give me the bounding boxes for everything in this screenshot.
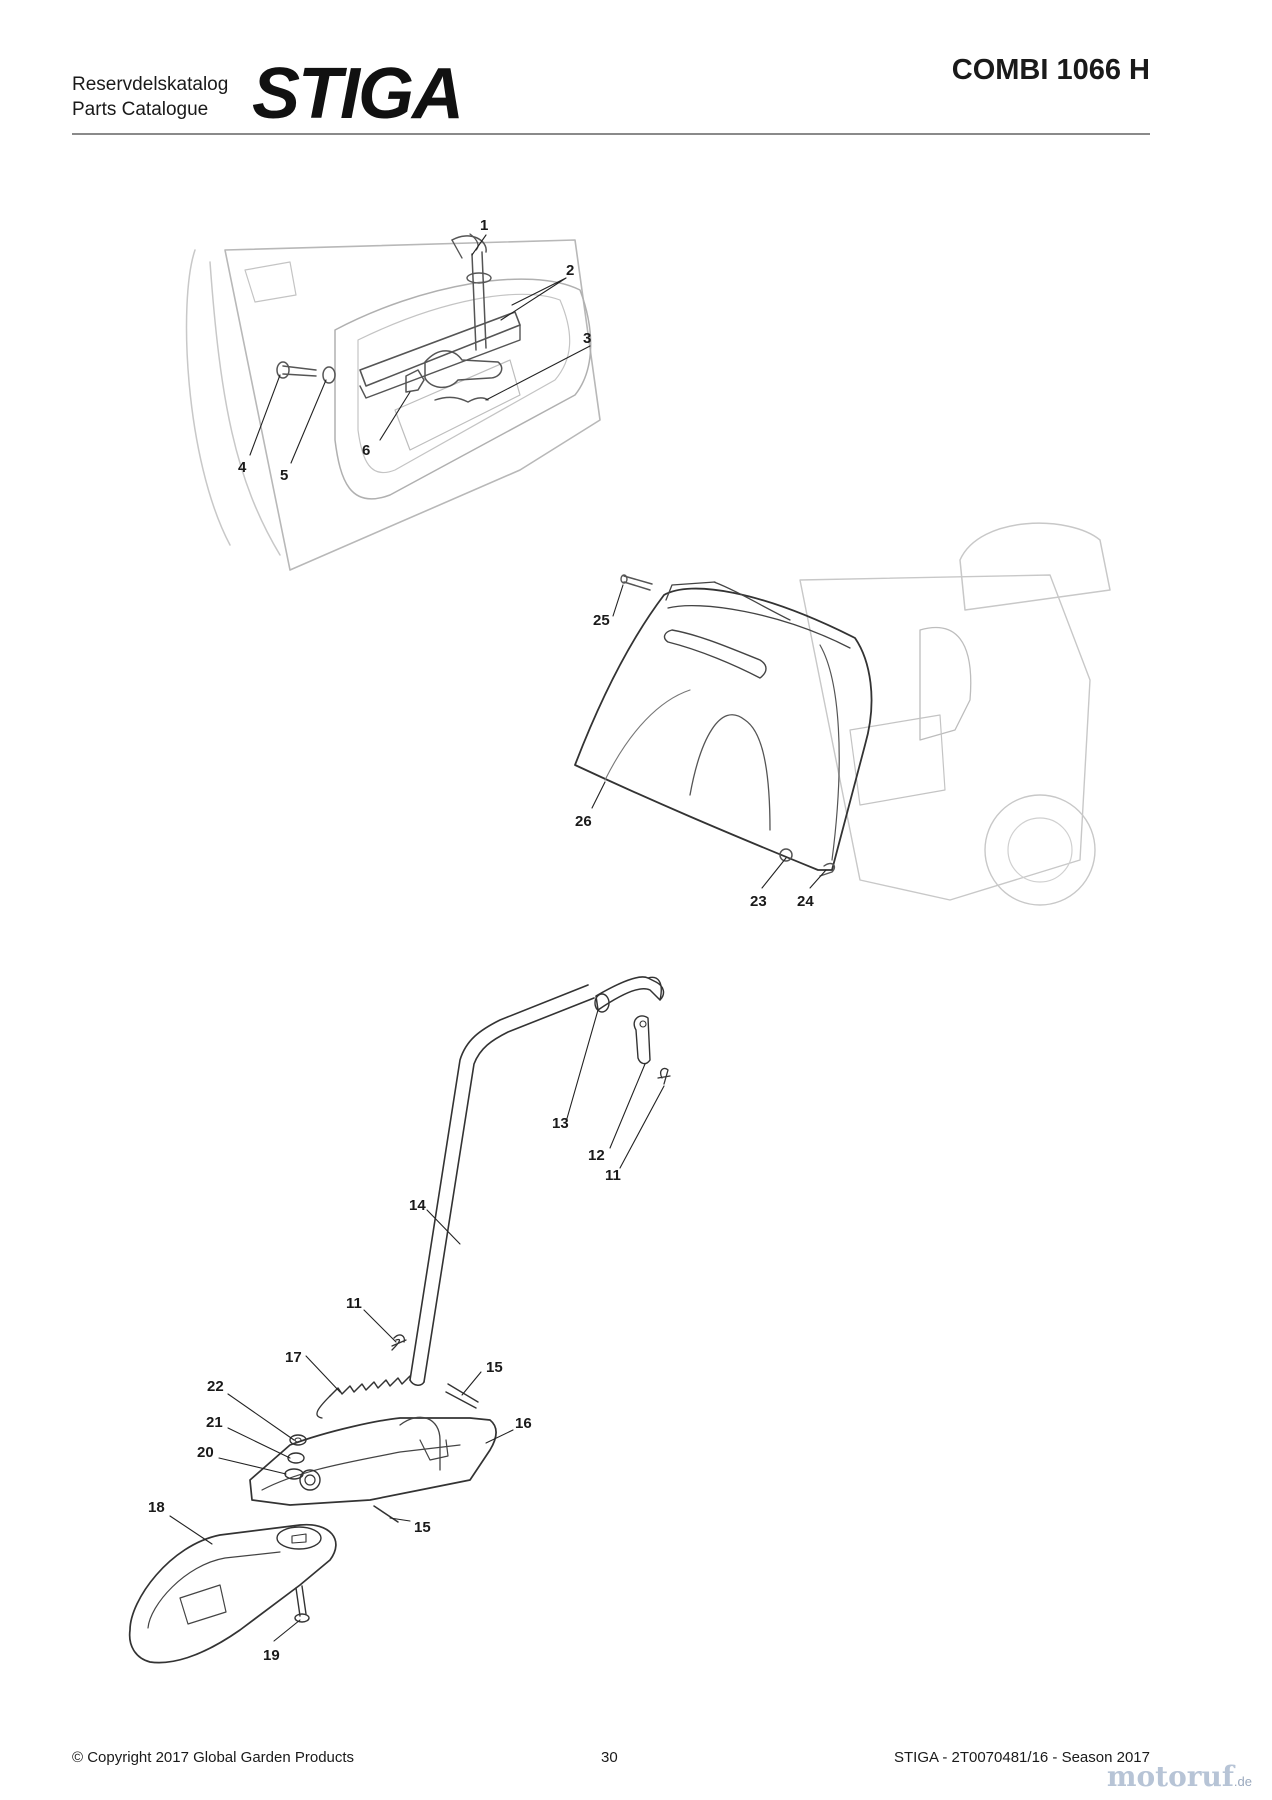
callout-labels: 1 2 3 4 5 6 25 26 23 24 13 12 11 14 11 1…: [148, 217, 814, 1664]
site-watermark: motoruf.de: [1107, 1760, 1252, 1793]
catalog-title-swedish: Reservdelskatalog: [72, 74, 229, 95]
footer-document-reference: STIGA - 2T0070481/16 - Season 2017: [893, 1749, 1150, 1766]
stiga-logo-text: STIGA: [252, 60, 462, 126]
callout-1: 1: [480, 217, 488, 234]
callout-16: 16: [515, 1415, 532, 1432]
callout-4: 4: [238, 459, 247, 476]
footer-page-number: 30: [601, 1749, 618, 1766]
callout-15-lower: 15: [414, 1519, 431, 1536]
callout-25: 25: [593, 612, 610, 629]
rear-plate-assembly: [185, 233, 601, 571]
callout-14: 14: [409, 1197, 426, 1214]
callout-12: 12: [588, 1147, 605, 1164]
callout-17: 17: [285, 1349, 302, 1366]
callout-26: 26: [575, 813, 592, 830]
callout-5: 5: [280, 467, 288, 484]
catalog-heading: Reservdelskatalog Parts Catalogue: [72, 72, 228, 122]
callout-leaders: [169, 234, 827, 1642]
callout-6: 6: [362, 442, 370, 459]
callout-19: 19: [263, 1647, 280, 1664]
callout-24: 24: [797, 893, 814, 910]
watermark-suffix: .de: [1233, 1774, 1252, 1789]
watermark-name: motoruf: [1106, 1760, 1234, 1793]
stiga-logo: STIGA: [252, 60, 464, 126]
model-title: COMBI 1066 H: [951, 54, 1150, 86]
footer-copyright: © Copyright 2017 Global Garden Products: [72, 1749, 355, 1766]
lever-linkage-assembly: [128, 976, 671, 1664]
callout-15-upper: 15: [486, 1359, 503, 1376]
callout-2: 2: [566, 262, 574, 279]
cover-plate-assembly: [574, 522, 1111, 906]
callout-13: 13: [552, 1115, 569, 1132]
callout-3: 3: [583, 330, 591, 347]
callout-23: 23: [750, 893, 767, 910]
catalog-title-english: Parts Catalogue: [72, 99, 209, 120]
callout-11-mid: 11: [346, 1295, 362, 1312]
header-divider: [72, 133, 1150, 135]
callout-20: 20: [197, 1444, 214, 1461]
callout-22: 22: [207, 1378, 224, 1395]
callout-21: 21: [206, 1414, 223, 1431]
callout-11-top: 11: [605, 1167, 621, 1184]
callout-18: 18: [148, 1499, 165, 1516]
